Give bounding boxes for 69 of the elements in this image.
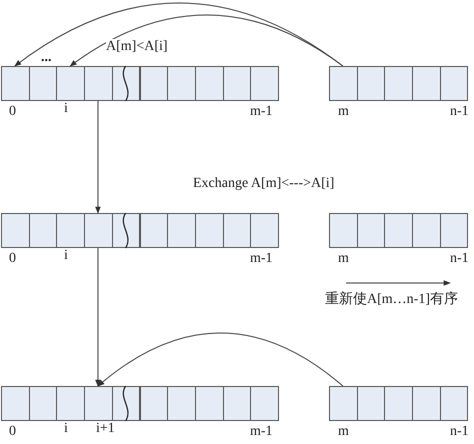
array-cell xyxy=(440,386,468,421)
index-label: i xyxy=(64,421,68,437)
array-cell xyxy=(440,66,468,101)
array-cell xyxy=(384,213,414,248)
array-cell xyxy=(412,66,441,101)
index-label: m-1 xyxy=(250,424,273,440)
index-label: m xyxy=(338,251,349,267)
array-cell xyxy=(140,213,168,248)
array-cell xyxy=(329,66,358,101)
array-cell xyxy=(384,386,414,421)
array-cell xyxy=(329,386,358,421)
array-cell xyxy=(440,213,468,248)
step-caption: Exchange A[m]<--->A[i] xyxy=(193,176,334,192)
array-cell xyxy=(222,213,252,248)
index-label: 0 xyxy=(9,251,16,267)
array-cell xyxy=(84,213,113,248)
array-cell xyxy=(84,66,113,101)
array-cell xyxy=(194,66,224,101)
array-cell xyxy=(329,213,358,248)
array-cell xyxy=(1,213,30,248)
index-label: n-1 xyxy=(450,424,469,440)
array-cell xyxy=(194,386,224,421)
array-cell xyxy=(412,213,441,248)
array-cell xyxy=(222,66,252,101)
array-cell xyxy=(250,66,279,101)
array-cell xyxy=(250,213,279,248)
index-label: m-1 xyxy=(250,104,273,120)
array-cell xyxy=(1,386,30,421)
array-cell xyxy=(356,213,386,248)
edge-label: A[m]<A[i] xyxy=(106,39,168,55)
ellipsis: ... xyxy=(41,50,52,66)
array-cell xyxy=(84,386,113,421)
array-cell xyxy=(56,213,86,248)
index-label: i xyxy=(64,248,68,264)
array-cell xyxy=(356,386,386,421)
array-cell xyxy=(28,386,58,421)
index-label: m xyxy=(338,104,349,120)
array-cell xyxy=(384,66,414,101)
index-label: n-1 xyxy=(450,251,469,267)
array-cell xyxy=(222,386,252,421)
arrow xyxy=(95,100,101,214)
index-label: 0 xyxy=(9,104,16,120)
step-caption: 重新使A[m…n-1]有序 xyxy=(325,292,458,308)
index-label: m xyxy=(338,424,349,440)
arrow xyxy=(95,248,101,387)
array-cell xyxy=(167,213,196,248)
array-cell xyxy=(112,213,140,248)
arrow xyxy=(97,332,344,386)
array-cell xyxy=(140,386,168,421)
array-cell xyxy=(56,386,86,421)
index-label: m-1 xyxy=(250,251,273,267)
array-cell xyxy=(112,66,140,101)
index-label: i xyxy=(64,101,68,117)
array-cell xyxy=(1,66,30,101)
array-cell xyxy=(28,213,58,248)
array-cell xyxy=(28,66,58,101)
array-cell xyxy=(56,66,86,101)
array-cell xyxy=(140,66,168,101)
array-cell xyxy=(167,386,196,421)
array-cell xyxy=(194,213,224,248)
array-cell xyxy=(112,386,140,421)
index-label: n-1 xyxy=(450,104,469,120)
array-cell xyxy=(250,386,279,421)
index-label: i+1 xyxy=(96,421,115,437)
arrow xyxy=(70,14,344,66)
array-cell xyxy=(167,66,196,101)
array-cell xyxy=(356,66,386,101)
array-cell xyxy=(412,386,441,421)
index-label: 0 xyxy=(9,424,16,440)
